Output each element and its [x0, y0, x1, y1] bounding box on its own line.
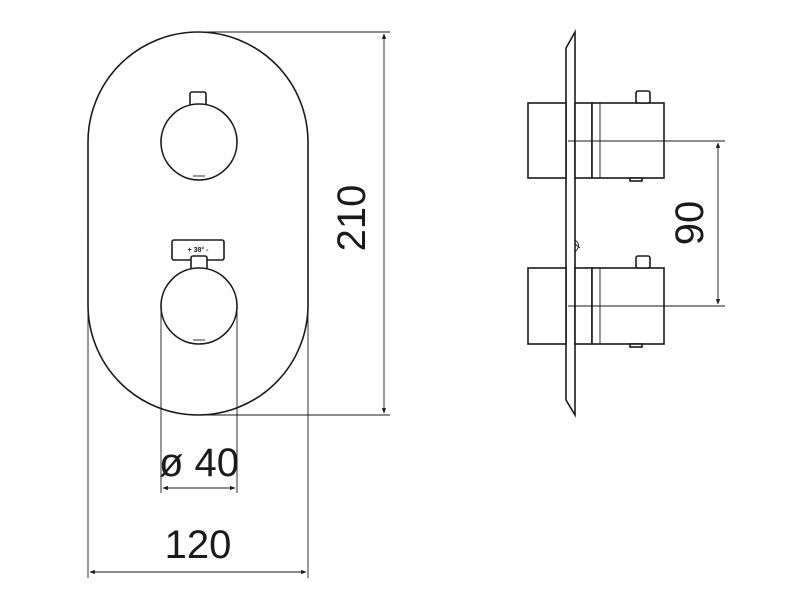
upper-knob [160, 91, 238, 181]
lower-knob [160, 255, 238, 345]
plate-center-detail [574, 239, 579, 253]
faceplate-outline [87, 31, 309, 416]
upper-valve-body [527, 90, 665, 182]
front-view: + 38° - ø 40 120 210 [87, 31, 390, 578]
lower-valve-body [527, 255, 665, 348]
width-dimension-label: 120 [165, 523, 232, 567]
temperature-label: + 38° - [188, 246, 210, 254]
knob-diameter-label: ø 40 [159, 441, 239, 485]
side-wall-plate [565, 28, 576, 418]
height-dimension-label: 210 [330, 185, 374, 252]
spacing-dimension-label: 90 [668, 201, 712, 246]
side-view: 90 [527, 28, 725, 418]
